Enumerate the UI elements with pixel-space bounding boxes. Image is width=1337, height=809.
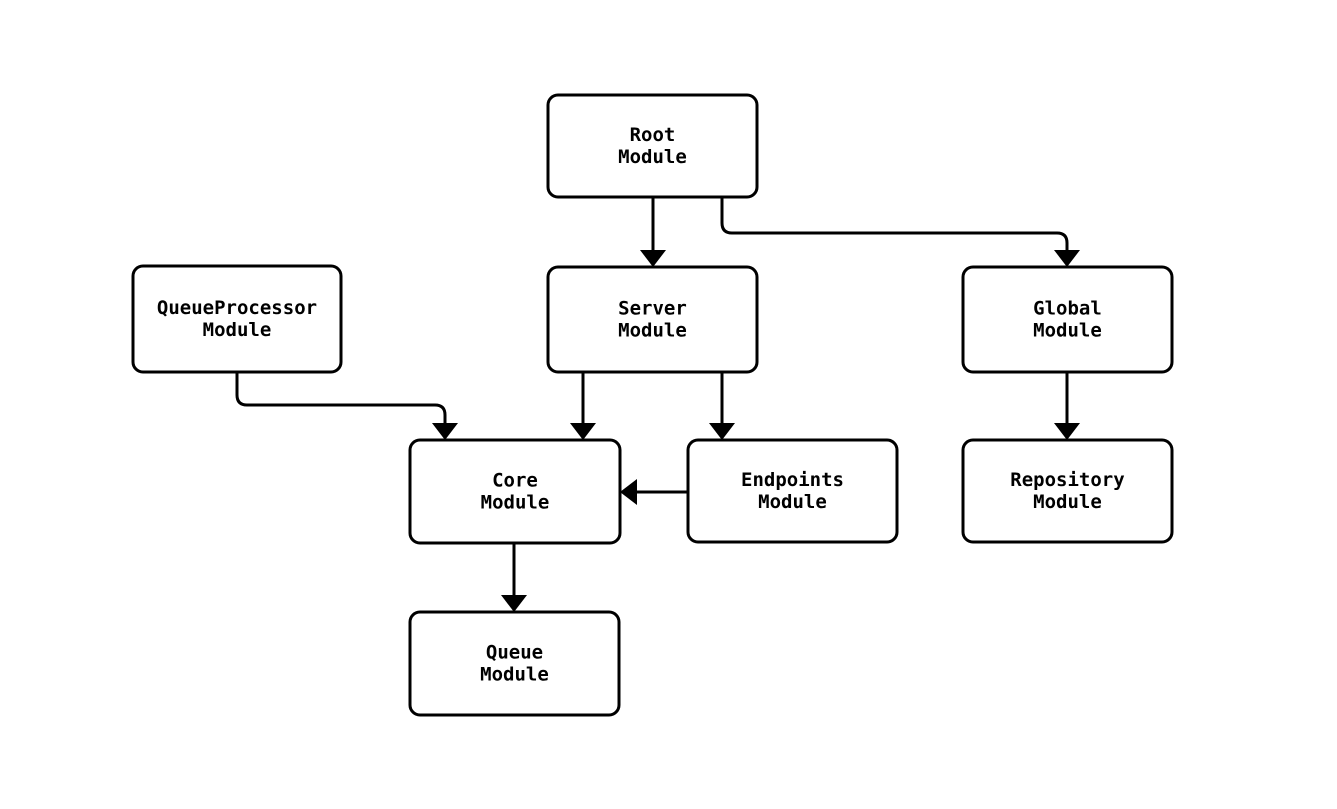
node-box — [408, 438, 622, 545]
arrowhead-icon — [501, 595, 527, 612]
edge-endpoints-to-core — [620, 479, 688, 505]
edge-server-to-core — [570, 372, 596, 440]
edge-server-to-endpoints — [709, 372, 735, 440]
arrowhead-icon — [1054, 423, 1080, 440]
node-box — [408, 610, 621, 717]
arrowhead-icon — [570, 423, 596, 440]
arrowhead-icon — [620, 479, 637, 505]
arrowhead-icon — [640, 250, 666, 267]
node-box — [546, 265, 759, 374]
edge-root-to-server — [640, 197, 666, 267]
node-box — [546, 93, 759, 199]
arrowhead-icon — [709, 423, 735, 440]
node-box — [961, 438, 1174, 544]
arrowhead-icon — [1054, 250, 1080, 267]
edges-layer — [235, 197, 1080, 612]
edge-global-to-repository — [1054, 372, 1080, 440]
edge-queueprocessor-to-core — [235, 372, 458, 440]
node-box — [686, 438, 899, 544]
node-box — [961, 265, 1174, 374]
edge-root-to-global — [720, 197, 1080, 267]
edge-core-to-queue — [501, 543, 527, 612]
node-box — [131, 264, 343, 374]
arrowhead-icon — [432, 423, 458, 440]
